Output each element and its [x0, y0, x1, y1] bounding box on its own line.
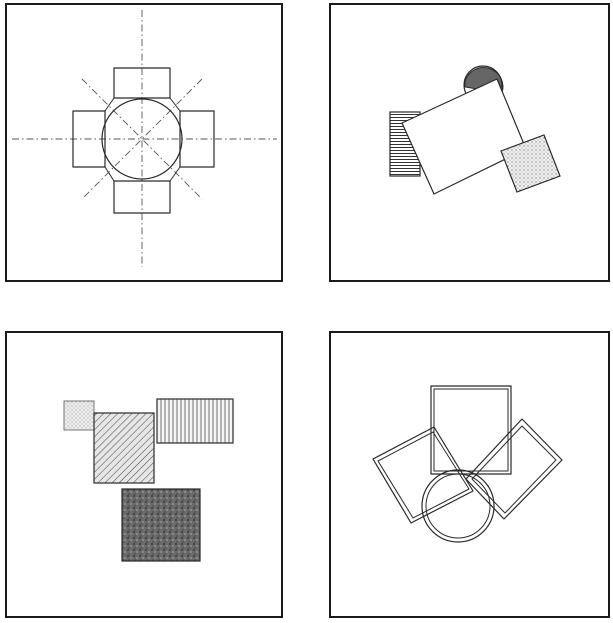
top-square-inner	[434, 389, 508, 471]
clustered-drawing	[7, 333, 281, 616]
panel-radial	[5, 3, 283, 282]
small-square	[64, 401, 94, 430]
striped-rectangle	[157, 399, 233, 443]
panel-clustered	[5, 331, 283, 618]
top-square	[431, 386, 511, 474]
tilted-rectangle	[402, 79, 526, 194]
left-tilted-square	[373, 427, 473, 523]
overlapping-drawing	[331, 333, 608, 616]
radial-drawing	[7, 5, 281, 280]
diagonal-hatched-square	[94, 413, 154, 483]
rotated-drawing	[331, 5, 608, 280]
left-tilted-square-inner	[378, 432, 469, 518]
panel-rotated	[329, 3, 610, 282]
axis-lines	[12, 10, 277, 267]
bottom-circle	[422, 470, 494, 542]
panel-overlapping	[329, 331, 610, 618]
dark-textured-square	[122, 489, 200, 561]
right-tilted-square-inner	[472, 426, 556, 513]
